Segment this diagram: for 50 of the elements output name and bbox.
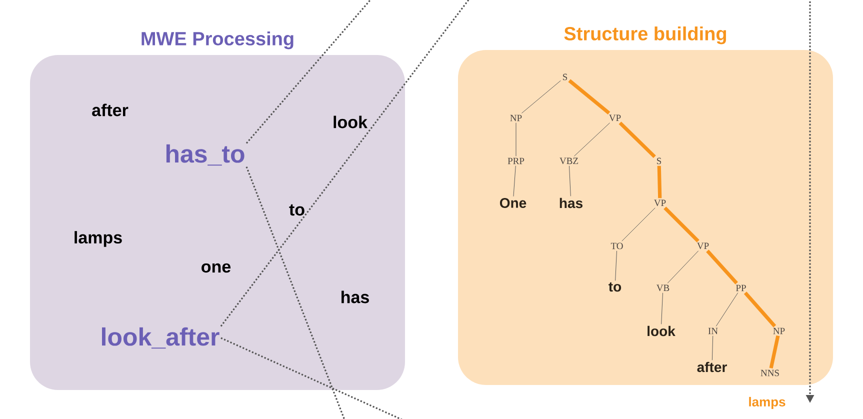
tree-category: NNS — [760, 370, 779, 376]
word-label: has — [342, 290, 369, 304]
word-label: after — [92, 104, 128, 116]
tree-category: S — [563, 74, 568, 80]
tree-category: VB — [656, 284, 670, 292]
node-label: Structure building — [564, 26, 726, 44]
highlighted-branch — [706, 250, 738, 284]
word-label: to — [289, 204, 304, 216]
tree-branch — [522, 80, 561, 114]
tree-category: S — [657, 158, 662, 164]
tree-branch — [667, 250, 699, 284]
tree-category: NP — [510, 114, 522, 122]
word-label: look — [334, 116, 368, 128]
tree-branch — [716, 292, 738, 326]
highlighted-branch — [744, 292, 776, 328]
highlighted-branch — [568, 79, 610, 114]
tree-category: VP — [609, 114, 621, 122]
tree-word: after — [697, 362, 727, 372]
tree-category: IN — [708, 328, 718, 334]
tree-category: TO — [610, 242, 623, 250]
tree-category: VP — [654, 200, 666, 206]
word-label: lamps — [749, 396, 786, 410]
highlighted-branch — [664, 206, 700, 242]
tree-category: PP — [736, 284, 746, 292]
tree-word: One — [500, 198, 526, 208]
tree-category: VP — [697, 242, 709, 250]
tree-category: NP — [773, 328, 785, 334]
tree-word: has — [560, 198, 582, 208]
tree-branch — [513, 166, 516, 197]
tree-category: VBZ — [560, 158, 578, 164]
dotted-line — [246, 166, 346, 419]
tree-word: to — [608, 282, 622, 292]
tree-branch — [574, 122, 610, 156]
tree-branch — [661, 292, 664, 324]
expression-label: has_to — [166, 144, 244, 166]
expression-label: look_after — [102, 327, 220, 349]
dotted-line — [220, 0, 471, 327]
highlighted-branch — [769, 335, 780, 368]
tree-branch — [622, 208, 656, 242]
dotted-line — [246, 0, 373, 144]
tree-branch — [568, 166, 571, 196]
tree-branch — [615, 250, 617, 281]
tree-word: look — [648, 326, 676, 336]
word-label: lamps — [74, 231, 122, 247]
tree-branch — [712, 336, 714, 360]
highlighted-branch — [657, 166, 662, 198]
tree-category: PRP — [508, 158, 524, 164]
word-label: one — [202, 263, 231, 273]
node-label: MWE Processing — [142, 31, 294, 50]
highlighted-branch — [618, 122, 656, 158]
